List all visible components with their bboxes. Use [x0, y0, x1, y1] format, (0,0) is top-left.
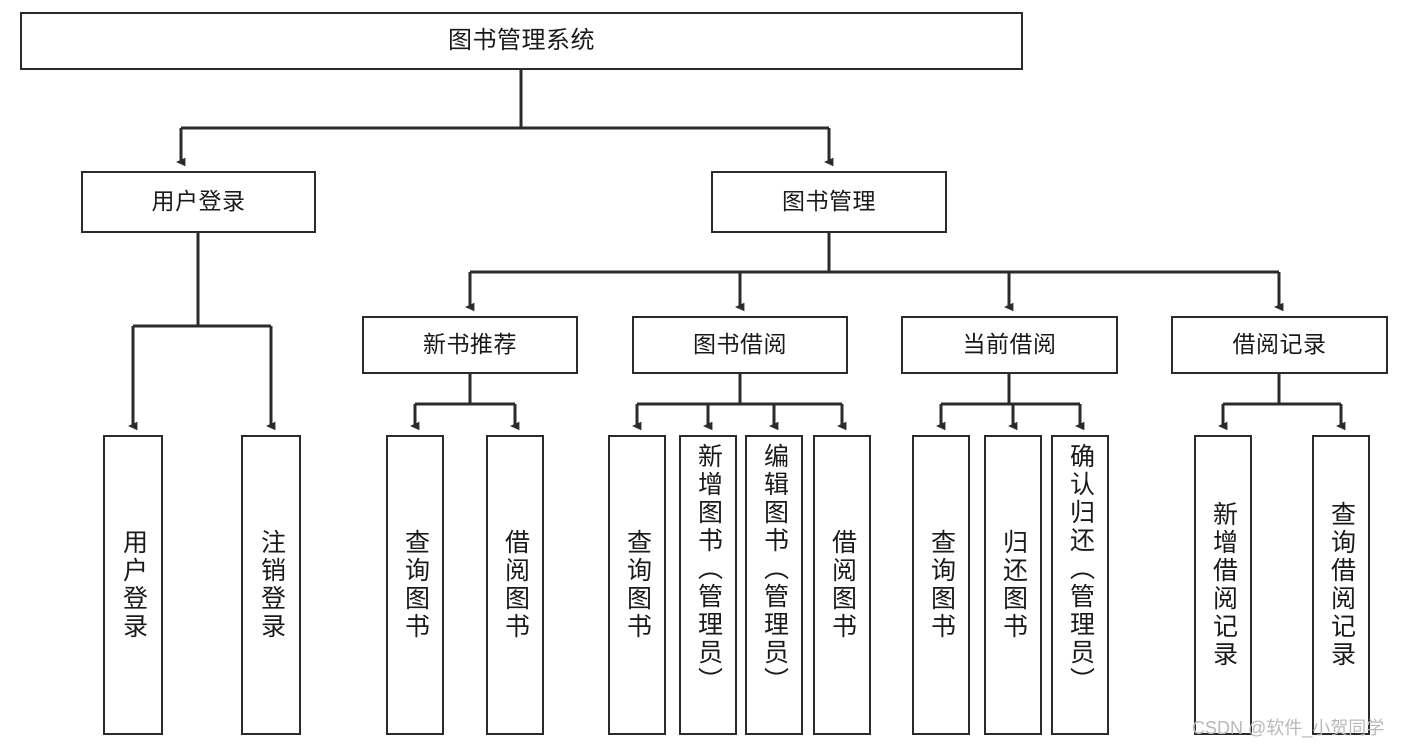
node-borrow-records-label: 借阅记录	[1232, 331, 1327, 358]
node-leaf-query-borrow-record-label: 查询借阅记录	[1327, 501, 1356, 669]
node-book-management-label: 图书管理	[782, 188, 876, 215]
node-leaf-add-borrow-record[interactable]: 新增借阅记录	[1194, 435, 1252, 735]
node-leaf-add-borrow-record-label: 新增借阅记录	[1209, 501, 1238, 669]
node-leaf-confirm-return-label: 确认归还（管理员）	[1066, 443, 1095, 695]
node-leaf-return-book-label: 归还图书	[999, 529, 1028, 641]
node-leaf-query-borrow-record[interactable]: 查询借阅记录	[1312, 435, 1370, 735]
node-book-borrow-label: 图书借阅	[693, 331, 787, 358]
node-root[interactable]: 图书管理系统	[20, 12, 1023, 70]
node-leaf-logout-label: 注销登录	[257, 529, 286, 641]
csdn-watermark: CSDN @软件_小贺同学	[1192, 718, 1385, 738]
node-leaf-user-login-label: 用户登录	[119, 529, 148, 641]
node-leaf-borrow-book-recommend-label: 借阅图书	[501, 529, 530, 641]
node-leaf-return-book[interactable]: 归还图书	[984, 435, 1042, 735]
node-leaf-edit-book-label: 编辑图书（管理员）	[760, 443, 789, 695]
node-new-book-recommend-label: 新书推荐	[423, 331, 517, 358]
node-leaf-query-book-borrow[interactable]: 查询图书	[608, 435, 666, 735]
node-leaf-borrow-book-recommend[interactable]: 借阅图书	[486, 435, 544, 735]
node-leaf-query-book-borrow-label: 查询图书	[623, 529, 652, 641]
node-current-borrow-label: 当前借阅	[962, 331, 1057, 358]
node-leaf-confirm-return[interactable]: 确认归还（管理员）	[1051, 435, 1109, 735]
node-leaf-borrow-book[interactable]: 借阅图书	[813, 435, 871, 735]
node-leaf-query-book-recommend[interactable]: 查询图书	[386, 435, 444, 735]
node-book-borrow[interactable]: 图书借阅	[632, 316, 848, 374]
node-leaf-user-login[interactable]: 用户登录	[103, 435, 163, 735]
node-borrow-records[interactable]: 借阅记录	[1171, 316, 1388, 374]
node-leaf-edit-book[interactable]: 编辑图书（管理员）	[745, 435, 803, 735]
node-leaf-logout[interactable]: 注销登录	[241, 435, 301, 735]
node-leaf-query-book-current[interactable]: 查询图书	[912, 435, 970, 735]
node-user-login-label: 用户登录	[151, 188, 246, 215]
node-user-login[interactable]: 用户登录	[81, 171, 316, 233]
node-root-label: 图书管理系统	[448, 26, 595, 54]
node-leaf-query-book-recommend-label: 查询图书	[401, 529, 430, 641]
node-leaf-query-book-current-label: 查询图书	[927, 529, 956, 641]
node-current-borrow[interactable]: 当前借阅	[901, 316, 1118, 374]
node-leaf-add-book[interactable]: 新增图书（管理员）	[679, 435, 737, 735]
node-new-book-recommend[interactable]: 新书推荐	[362, 316, 578, 374]
node-leaf-add-book-label: 新增图书（管理员）	[694, 443, 723, 695]
node-leaf-borrow-book-label: 借阅图书	[828, 529, 857, 641]
node-book-management[interactable]: 图书管理	[711, 171, 947, 233]
